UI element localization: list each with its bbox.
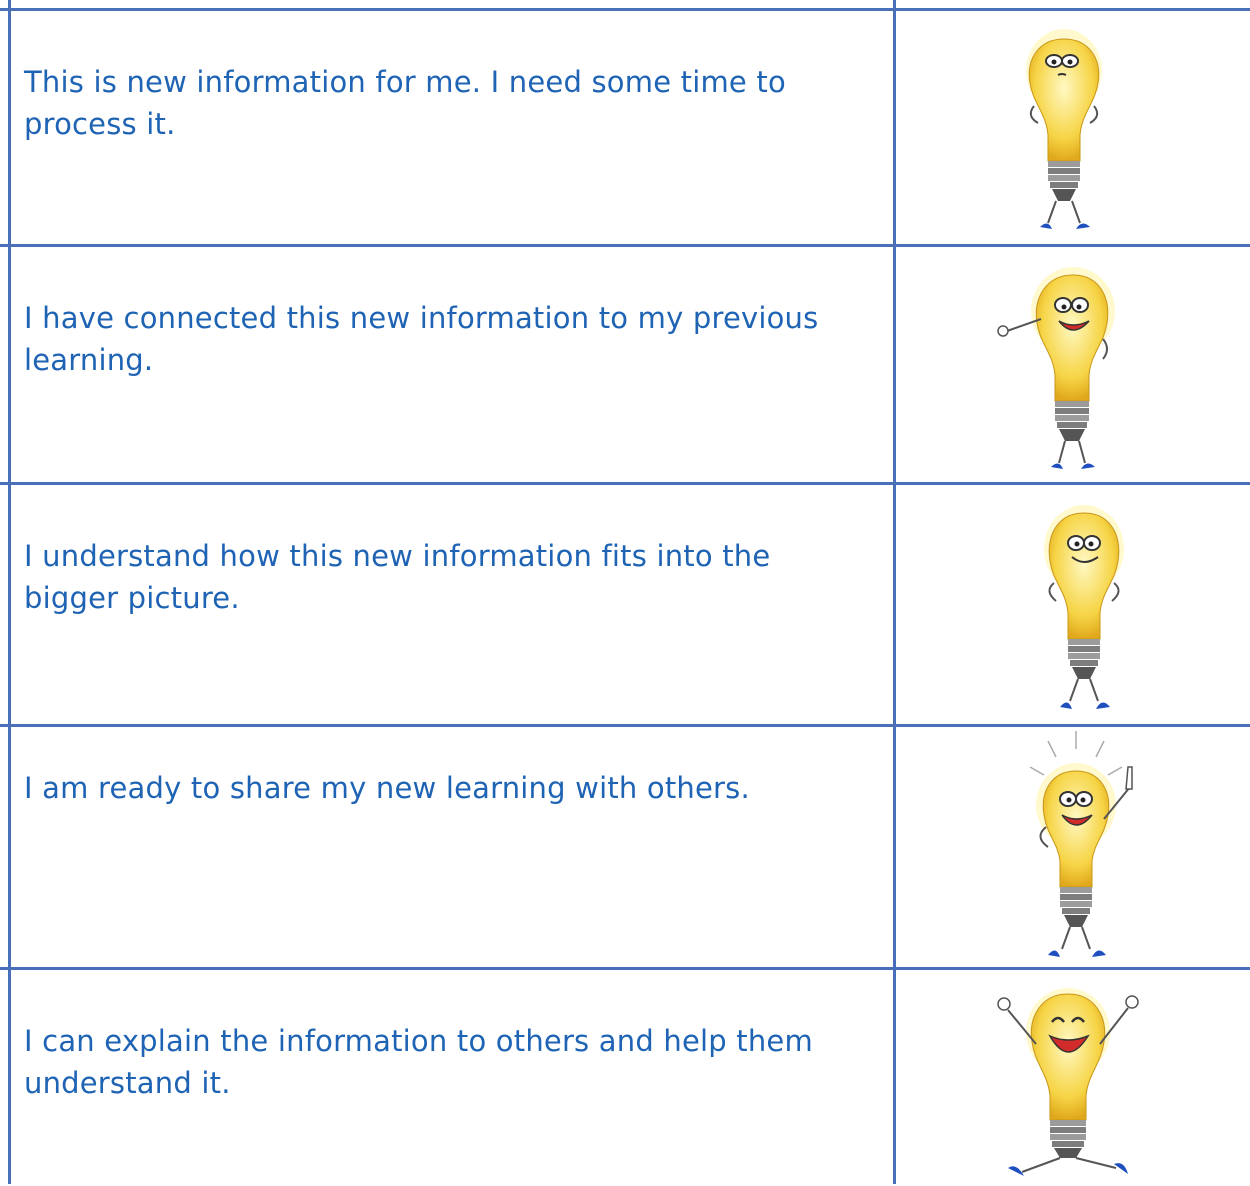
table-row: I understand how this new information fi… (0, 485, 1250, 724)
table-row: This is new information for me. I need s… (0, 11, 1250, 244)
statement-text: I have connected this new information to… (24, 301, 819, 377)
lightbulb-smiling-icon (1044, 505, 1124, 709)
table-row: I am ready to share my new learning with… (0, 727, 1250, 967)
lightbulb-cheering-icon (997, 988, 1139, 1176)
statement-text: I can explain the information to others … (24, 1024, 813, 1100)
statement-text: I understand how this new information fi… (24, 539, 771, 615)
table-border-top (0, 8, 1250, 11)
table-border-row-2 (0, 482, 1250, 485)
table-border-row-3 (0, 724, 1250, 727)
table-border-row-1 (0, 244, 1250, 247)
lightbulb-idea-icon (1029, 731, 1133, 957)
statement-text: This is new information for me. I need s… (24, 65, 786, 141)
lightbulb-thinking-icon (1026, 29, 1102, 229)
table-row: I can explain the information to others … (0, 970, 1250, 1184)
lightbulb-waving-icon (997, 267, 1115, 469)
table-border-middle (893, 0, 896, 1184)
statement-text: I am ready to share my new learning with… (24, 771, 750, 805)
table-border-row-4 (0, 967, 1250, 970)
table-border-left (8, 0, 11, 1184)
table-row: I have connected this new information to… (0, 247, 1250, 482)
